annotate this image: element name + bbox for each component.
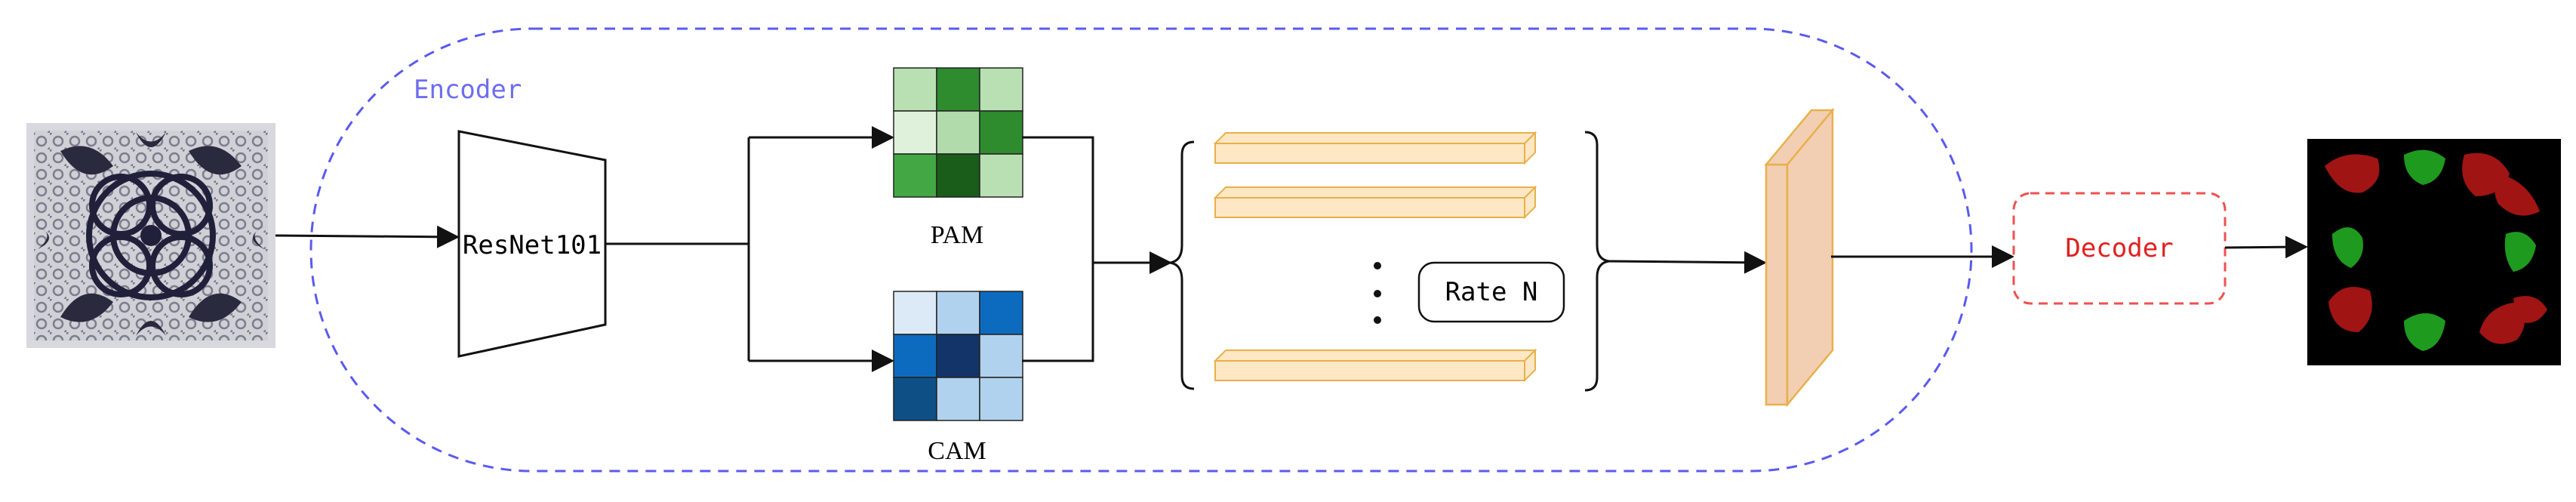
fused-feature-map (1764, 107, 1835, 408)
feature-bar (1213, 131, 1537, 165)
rate-n-box (1417, 261, 1565, 323)
cam-cell (936, 377, 980, 421)
cam-cell (979, 291, 1023, 335)
cam-attention-map (893, 291, 1023, 421)
merge-connectors (1022, 136, 1172, 362)
backbone-label: ResNet101 (463, 230, 602, 260)
cam-cell (893, 334, 937, 378)
aspp-branch-bars (1213, 131, 1537, 383)
pam-cell (936, 67, 980, 112)
output-segmentation (2307, 139, 2561, 365)
input-image (26, 123, 275, 348)
pam-cell (979, 110, 1023, 155)
arrow-decoder-to-output (2224, 236, 2308, 259)
pam-cell (979, 153, 1023, 198)
pam-cell (979, 67, 1023, 112)
cam-cell (893, 291, 937, 335)
feature-bar (1213, 185, 1537, 220)
encoder-label: Encoder (414, 75, 522, 105)
cam-cell (979, 377, 1023, 421)
branch-connectors (605, 126, 894, 372)
decoder-block (2012, 192, 2227, 305)
pam-cell (893, 67, 937, 112)
ellipsis-dots (1374, 262, 1381, 324)
left-brace (1169, 140, 1195, 390)
right-brace (1584, 131, 1610, 392)
arrow-input-to-backbone (275, 225, 460, 248)
decoder-label: Decoder (2065, 233, 2173, 263)
cam-label: CAM (928, 437, 986, 465)
pam-cell (936, 110, 980, 155)
pam-label: PAM (931, 221, 984, 249)
cam-cell (979, 334, 1023, 378)
cam-cell (936, 334, 980, 378)
backbone-block (457, 130, 607, 358)
pam-cell (893, 153, 937, 198)
fused-feature-face (1786, 107, 1834, 408)
cam-cell (893, 377, 937, 421)
encoder-region (309, 27, 1973, 473)
pam-cell (936, 153, 980, 198)
pam-cell (893, 110, 937, 155)
arrow-branches-to-fusion (1608, 251, 1767, 274)
fused-feature-face (1765, 163, 1789, 406)
feature-bar (1213, 348, 1537, 383)
cam-cell (936, 291, 980, 335)
pam-attention-map (893, 67, 1023, 198)
rate-n-label: Rate N (1445, 277, 1538, 307)
